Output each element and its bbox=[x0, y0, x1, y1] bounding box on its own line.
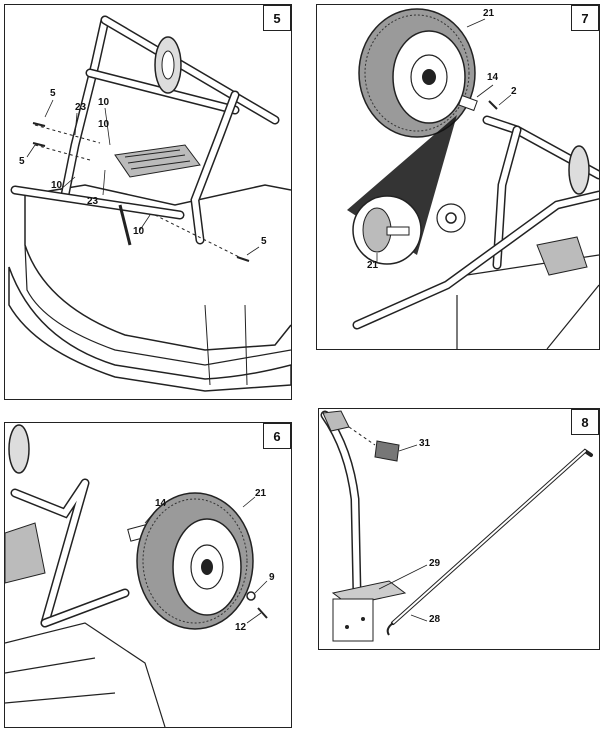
part-label: 9 bbox=[269, 572, 275, 583]
step-5-illustration bbox=[8, 15, 291, 392]
part-label: 23 bbox=[87, 196, 99, 207]
part-label: 10 bbox=[51, 180, 63, 191]
part-label: 21 bbox=[483, 8, 495, 19]
step-number-badge: 8 bbox=[571, 409, 599, 435]
part-label: 12 bbox=[235, 622, 247, 633]
part-label: 14 bbox=[487, 72, 499, 83]
part-label: 21 bbox=[255, 488, 267, 499]
step-8-illustration bbox=[320, 410, 593, 642]
part-label: 5 bbox=[50, 88, 56, 99]
panel-step-5: 5 5 5 23 10 10 5 10 23 10 5 bbox=[4, 4, 292, 400]
panel-step-8: 8 31 29 28 bbox=[318, 408, 600, 650]
part-label: 5 bbox=[19, 156, 25, 167]
panel-step-7: 7 21 14 2 21 bbox=[316, 4, 600, 350]
part-label: 10 bbox=[98, 119, 110, 130]
part-label: 23 bbox=[75, 102, 87, 113]
step-6-illustration bbox=[5, 424, 268, 727]
step-number-badge: 5 bbox=[263, 5, 291, 31]
part-label: 10 bbox=[133, 226, 145, 237]
part-label: 10 bbox=[98, 97, 110, 108]
part-label: 2 bbox=[511, 86, 517, 97]
part-label: 21 bbox=[367, 260, 379, 271]
part-label: 5 bbox=[261, 236, 267, 247]
part-label: 14 bbox=[155, 498, 167, 509]
step-number-badge: 7 bbox=[571, 5, 599, 31]
part-label: 31 bbox=[419, 438, 431, 449]
step-7-illustration bbox=[347, 8, 599, 349]
step-number-badge: 6 bbox=[263, 423, 291, 449]
part-label: 29 bbox=[429, 558, 441, 569]
part-label: 28 bbox=[429, 614, 441, 625]
panel-step-6: 6 14 21 9 12 bbox=[4, 422, 292, 728]
